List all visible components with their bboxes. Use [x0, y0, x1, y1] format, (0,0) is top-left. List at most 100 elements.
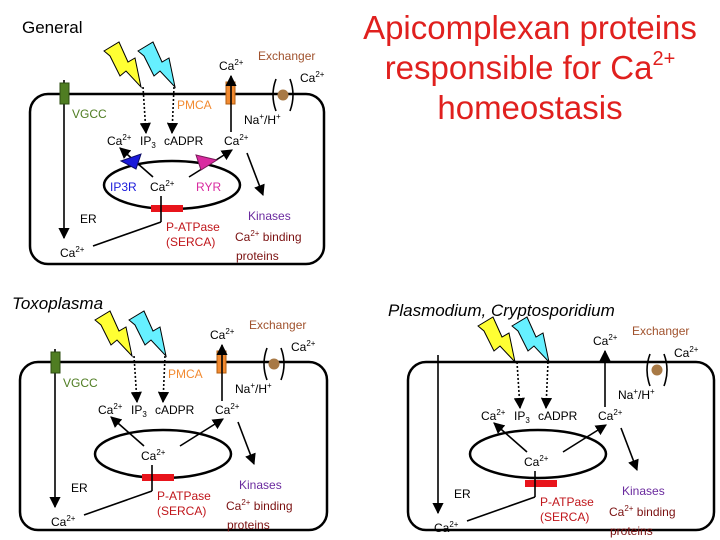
lightning-bolt-yellow-icon — [94, 310, 133, 358]
panel-name: General — [22, 18, 82, 37]
kinases-label: Kinases — [239, 478, 282, 492]
cadpr-label: cADPR — [538, 409, 578, 423]
ca-outside-pmca: Ca2+ — [219, 58, 244, 73]
proteins-label: proteins — [227, 518, 270, 532]
vgcc-label: VGCC — [72, 107, 107, 121]
exchanger-icon — [651, 364, 663, 376]
lightning-bolt-cyan-icon — [128, 310, 167, 358]
er-membrane — [468, 428, 608, 480]
exchanger-bracket-left — [263, 347, 268, 381]
serca-pump-icon — [151, 205, 183, 212]
ip3r-release-arrow — [493, 422, 528, 453]
na-h-label: Na+/H+ — [618, 387, 655, 402]
ip3r-release-arrow — [110, 416, 145, 447]
ip3r-channel-icon — [119, 153, 142, 170]
serca-uptake-line — [92, 221, 162, 247]
ca-ryr-release: Ca2+ — [224, 133, 249, 148]
signal-arrow-cadpr — [540, 361, 553, 410]
ca-er-lumen: Ca2+ — [150, 179, 175, 194]
exchanger-label: Exchanger — [258, 49, 315, 63]
title-superscript: 2+ — [652, 48, 676, 70]
panel-name: Toxoplasma — [12, 294, 103, 313]
ca-ip3-release: Ca2+ — [107, 133, 132, 148]
serca-label: (SERCA) — [166, 235, 215, 249]
lightning-bolt-yellow-icon — [103, 41, 142, 89]
serca-pump-icon — [142, 474, 174, 481]
vgcc-label: VGCC — [63, 376, 98, 390]
exchanger-icon — [277, 89, 289, 101]
serca-uptake-line — [83, 490, 153, 516]
vgcc-channel-icon — [59, 82, 70, 105]
ca-outside-exchanger: Ca2+ — [674, 345, 699, 360]
lightning-bolt-cyan-icon — [511, 316, 550, 364]
cell-membrane — [18, 360, 329, 532]
exchanger-label: Exchanger — [249, 318, 306, 332]
cadpr-label: cADPR — [155, 403, 195, 417]
exchanger-bracket-right — [280, 347, 285, 381]
ca-ip3-release: Ca2+ — [481, 408, 506, 423]
binding-proteins-label: Ca2+ binding — [609, 504, 676, 519]
binding-proteins-label: Ca2+ binding — [226, 498, 293, 513]
serca-label: (SERCA) — [540, 510, 589, 524]
na-h-label: Na+/H+ — [244, 112, 281, 127]
exchanger-bracket-left — [272, 78, 277, 112]
title-text: Apicomplexan proteins responsible for Ca — [363, 9, 697, 86]
serca-label: (SERCA) — [157, 504, 206, 518]
exchanger-bracket-left — [646, 353, 651, 387]
serca-pump-icon — [525, 480, 557, 487]
ca-outside-exchanger: Ca2+ — [300, 70, 325, 85]
p-atpase-label: P-ATPase — [166, 220, 220, 234]
exchanger-bracket-right — [663, 353, 668, 387]
ryr-channel-icon — [195, 154, 219, 171]
vgcc-channel-icon — [50, 351, 61, 374]
pmca-label: PMCA — [168, 367, 203, 381]
exchanger-bracket-right — [289, 78, 294, 112]
title-end: homeostasis — [437, 89, 623, 126]
lightning-bolt-yellow-icon — [477, 316, 516, 364]
slide-title: Apicomplexan proteins responsible for Ca… — [345, 8, 715, 128]
ip3-label: IP3 — [131, 403, 147, 419]
cell-membrane — [406, 360, 716, 532]
ca-ryr-release: Ca2+ — [215, 402, 240, 417]
lightning-bolt-cyan-icon — [137, 41, 176, 89]
kinase-arrow — [620, 427, 639, 472]
na-h-label: Na+/H+ — [235, 381, 272, 396]
ca-outside-pmca: Ca2+ — [593, 333, 618, 348]
ca-cytosol: Ca2+ — [434, 520, 459, 535]
ryr-release-arrow — [179, 418, 224, 447]
ca-cytosol: Ca2+ — [51, 514, 76, 529]
pmca-label: PMCA — [177, 98, 212, 112]
binding-proteins-label: Ca2+ binding — [235, 229, 302, 244]
kinase-arrow — [246, 152, 265, 197]
ryr-label: RYR — [196, 180, 221, 194]
kinase-arrow — [237, 421, 256, 466]
p-atpase-label: P-ATPase — [157, 489, 211, 503]
proteins-label: proteins — [610, 524, 653, 538]
ca-outside-pmca: Ca2+ — [210, 327, 235, 342]
ca-outside-exchanger: Ca2+ — [291, 339, 316, 354]
ip3-label: IP3 — [514, 409, 530, 425]
ca-er-lumen: Ca2+ — [141, 448, 166, 463]
er-label: ER — [80, 212, 97, 226]
ca-ip3-release: Ca2+ — [98, 402, 123, 417]
kinases-label: Kinases — [248, 209, 291, 223]
cadpr-label: cADPR — [164, 134, 204, 148]
er-label: ER — [71, 481, 88, 495]
signal-arrow-ip3 — [513, 361, 525, 410]
ca-cytosol: Ca2+ — [60, 245, 85, 260]
ip3-label: IP3 — [140, 134, 156, 150]
er-label: ER — [454, 487, 471, 501]
p-atpase-label: P-ATPase — [540, 495, 594, 509]
panel-name: Plasmodium, Cryptosporidium — [388, 301, 615, 320]
cell-membrane — [28, 92, 326, 266]
exchanger-label: Exchanger — [632, 324, 689, 338]
serca-uptake-line — [466, 496, 536, 522]
ip3r-label: IP3R — [110, 180, 137, 194]
kinases-label: Kinases — [622, 484, 665, 498]
ca-er-lumen: Ca2+ — [524, 454, 549, 469]
